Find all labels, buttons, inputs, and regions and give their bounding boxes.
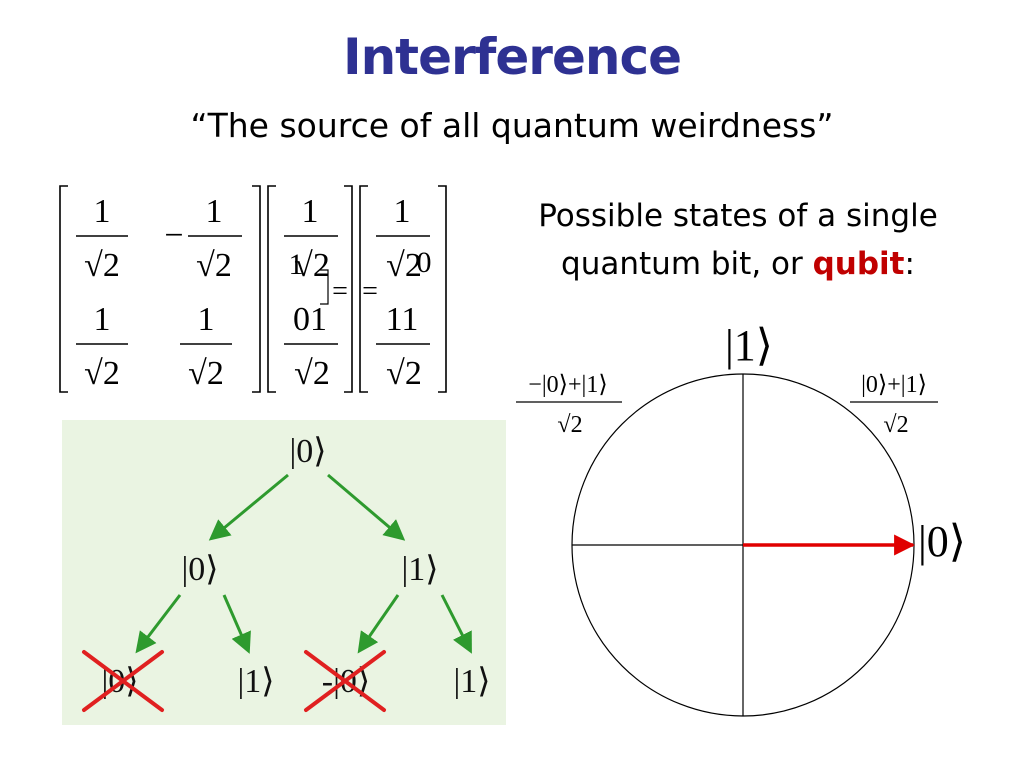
label-ket-one: |1⟩: [725, 321, 773, 370]
equals-sign-1: =: [332, 276, 348, 307]
qubit-highlight: qubit: [812, 246, 905, 282]
arrow-r-left: [357, 594, 400, 654]
caption-suffix: :: [904, 246, 915, 282]
h12-minus: −: [164, 217, 183, 254]
tree-panel: [62, 420, 506, 725]
h21-num: 1: [94, 301, 111, 338]
h12-num: 1: [206, 193, 223, 230]
tree-level1-left: |0⟩: [181, 551, 218, 588]
tree-leaf-4: |1⟩: [453, 663, 490, 700]
h12-den: √2: [196, 247, 232, 284]
hadamard-right-bracket: [252, 185, 261, 393]
h11-den: √2: [84, 247, 120, 284]
overlay-one: 1: [289, 248, 304, 281]
interference-tree: |0⟩ |0⟩ |1⟩ |0⟩ |1⟩ -|0⟩ |1⟩: [82, 433, 491, 712]
in1-num: 1: [302, 193, 319, 230]
tree-level1-right: |1⟩: [401, 551, 438, 588]
h21-den: √2: [84, 355, 120, 392]
caption-line-2: quantum bit, or: [561, 246, 813, 282]
upper-right-numerator: |0⟩+|1⟩: [861, 372, 927, 398]
input-left-bracket: [267, 185, 276, 393]
out1-den: √2: [386, 247, 422, 284]
arrow-r-right: [440, 594, 472, 654]
input-right-bracket: [344, 185, 353, 393]
label-ket-zero: |0⟩: [918, 517, 966, 566]
output-left-bracket: [359, 185, 368, 393]
slide-title: Interference: [342, 28, 682, 86]
tree-root: |0⟩: [289, 433, 326, 470]
equals-sign-2: =: [362, 276, 378, 307]
arrow-root-left: [208, 473, 289, 541]
cross-leaf-3-b: [304, 650, 386, 712]
output-right-bracket: [438, 185, 447, 393]
cross-leaf-1-b: [82, 650, 164, 712]
h11-num: 1: [94, 193, 111, 230]
out2-den: √2: [386, 355, 422, 392]
matrix-equation: 1 √2 − 1 √2 1 √2 1 √2 1 √2 01 √2 1 √2 11…: [59, 185, 447, 393]
out1-num: 1: [394, 193, 411, 230]
caption-line-1: Possible states of a single: [538, 198, 938, 234]
qubit-state-circle: |1⟩ |0⟩ −|0⟩+|1⟩ √2 |0⟩+|1⟩ √2: [516, 321, 966, 717]
upper-left-numerator: −|0⟩+|1⟩: [528, 372, 607, 398]
h22-num: 1: [198, 301, 215, 338]
qubit-caption: Possible states of a single quantum bit,…: [498, 192, 978, 288]
tree-leaf-2: |1⟩: [237, 663, 274, 700]
in1-den: √2: [294, 247, 330, 284]
hadamard-left-bracket: [59, 185, 68, 393]
arrow-l-left: [135, 594, 182, 654]
upper-right-denominator: √2: [883, 412, 908, 438]
upper-left-denominator: √2: [557, 412, 582, 438]
overlay-bracket: [320, 269, 329, 305]
in2-num: 01: [293, 301, 327, 338]
overlay-zero: 0: [417, 246, 432, 279]
arrow-l-right: [222, 594, 251, 654]
in2-den: √2: [294, 355, 330, 392]
arrow-root-right: [327, 473, 406, 541]
h22-den: √2: [188, 355, 224, 392]
slide-subtitle: “The source of all quantum weirdness”: [190, 106, 834, 145]
out2-num: 11: [386, 301, 419, 338]
